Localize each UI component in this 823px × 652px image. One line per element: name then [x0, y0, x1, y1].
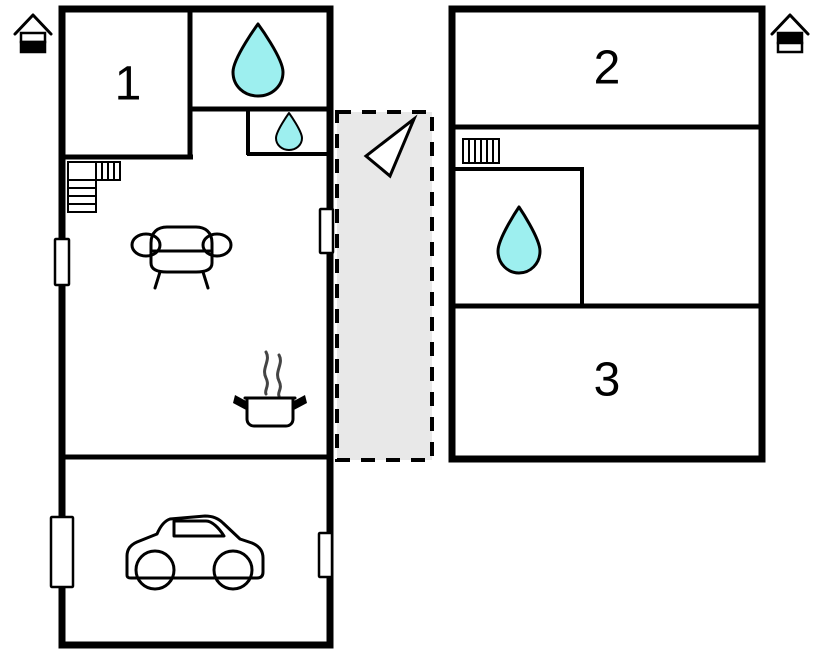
water-drop-shape-annex: [496, 205, 542, 275]
car-body: [125, 514, 265, 580]
water-drop-icon: [496, 205, 542, 275]
sofa-armrest-left: [130, 232, 162, 258]
car-icon: [125, 514, 265, 591]
sofa-leg-left: [153, 270, 162, 290]
pot-handle-right: [292, 395, 307, 411]
house-icon-left: [13, 13, 53, 54]
house-body-upper-right: [776, 31, 804, 45]
car-window: [172, 519, 226, 538]
cooking-pot-icon: [233, 350, 307, 428]
wall-annex-bathroom: [452, 167, 584, 306]
right-building: 2 3: [448, 5, 766, 463]
sofa-leg-right: [201, 270, 210, 290]
house-body-upper-left: [19, 31, 47, 44]
car-wheel-front: [134, 549, 176, 591]
radiator-icon: [462, 138, 500, 164]
house-icon-right: [770, 13, 810, 54]
stairs-icon: [67, 161, 121, 213]
water-drop-small-shape: [275, 112, 303, 151]
house-roof-right: [770, 13, 810, 36]
water-drop-icon: [231, 22, 285, 98]
north-arrow-shape: [363, 114, 418, 179]
room-label-2: 2: [594, 42, 621, 95]
house-body-lower-right: [776, 41, 804, 54]
car-wheel-rear: [212, 549, 254, 591]
sofa-armrest-right: [201, 232, 233, 258]
north-arrow-icon: [363, 114, 418, 179]
water-drop-small-icon: [275, 112, 303, 151]
house-roof-left: [13, 13, 53, 36]
right-building-outer-wall: [448, 5, 766, 463]
house-body-lower-left: [19, 40, 47, 54]
left-building-outer-wall: [58, 5, 334, 649]
pot-body: [245, 396, 295, 428]
window-east-garage[interactable]: [317, 531, 334, 579]
steam-line-left: [263, 350, 269, 396]
window-east-living[interactable]: [318, 207, 335, 255]
room-label-3: 3: [594, 354, 621, 407]
steam-line-right: [276, 353, 282, 398]
room-label-1: 1: [115, 58, 142, 111]
pot-handle-left: [233, 395, 248, 411]
window-west-garage[interactable]: [49, 515, 75, 589]
water-drop-shape: [231, 22, 285, 98]
sofa-icon: [130, 225, 233, 290]
window-west-living[interactable]: [53, 237, 71, 287]
left-building: 1: [49, 5, 335, 649]
